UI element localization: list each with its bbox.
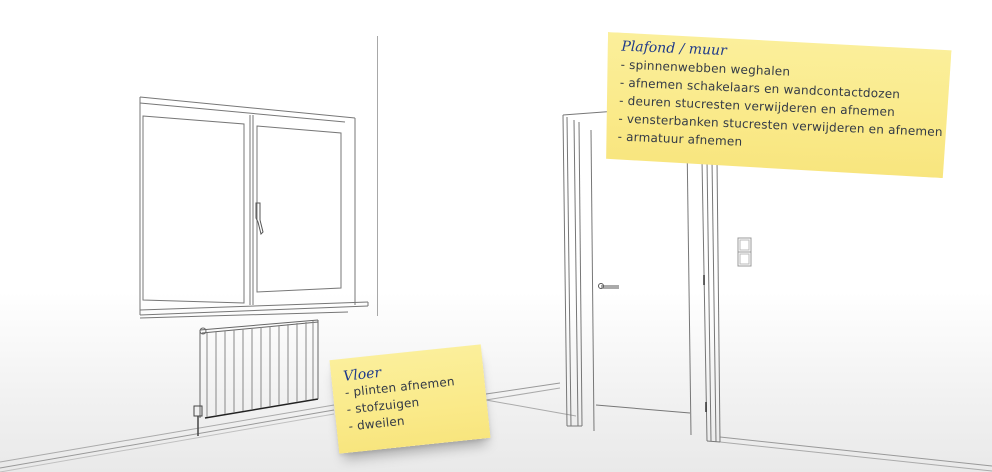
task-list: - spinnenwebben weghalen - afnemen schak…: [617, 56, 950, 160]
sticky-note-floor: Vloer - plinten afnemen - stofzuigen - d…: [329, 344, 491, 454]
sticky-note-ceiling-wall: Plafond / muur - spinnenwebben weghalen …: [602, 32, 951, 178]
window-icon: [139, 96, 369, 319]
light-switch-icon: [737, 237, 752, 267]
floor-baseboard-line-left: [0, 382, 561, 472]
door-icon: [562, 110, 721, 443]
floor-baseboard-line-right: [485, 399, 992, 472]
radiator-icon: [193, 319, 319, 436]
